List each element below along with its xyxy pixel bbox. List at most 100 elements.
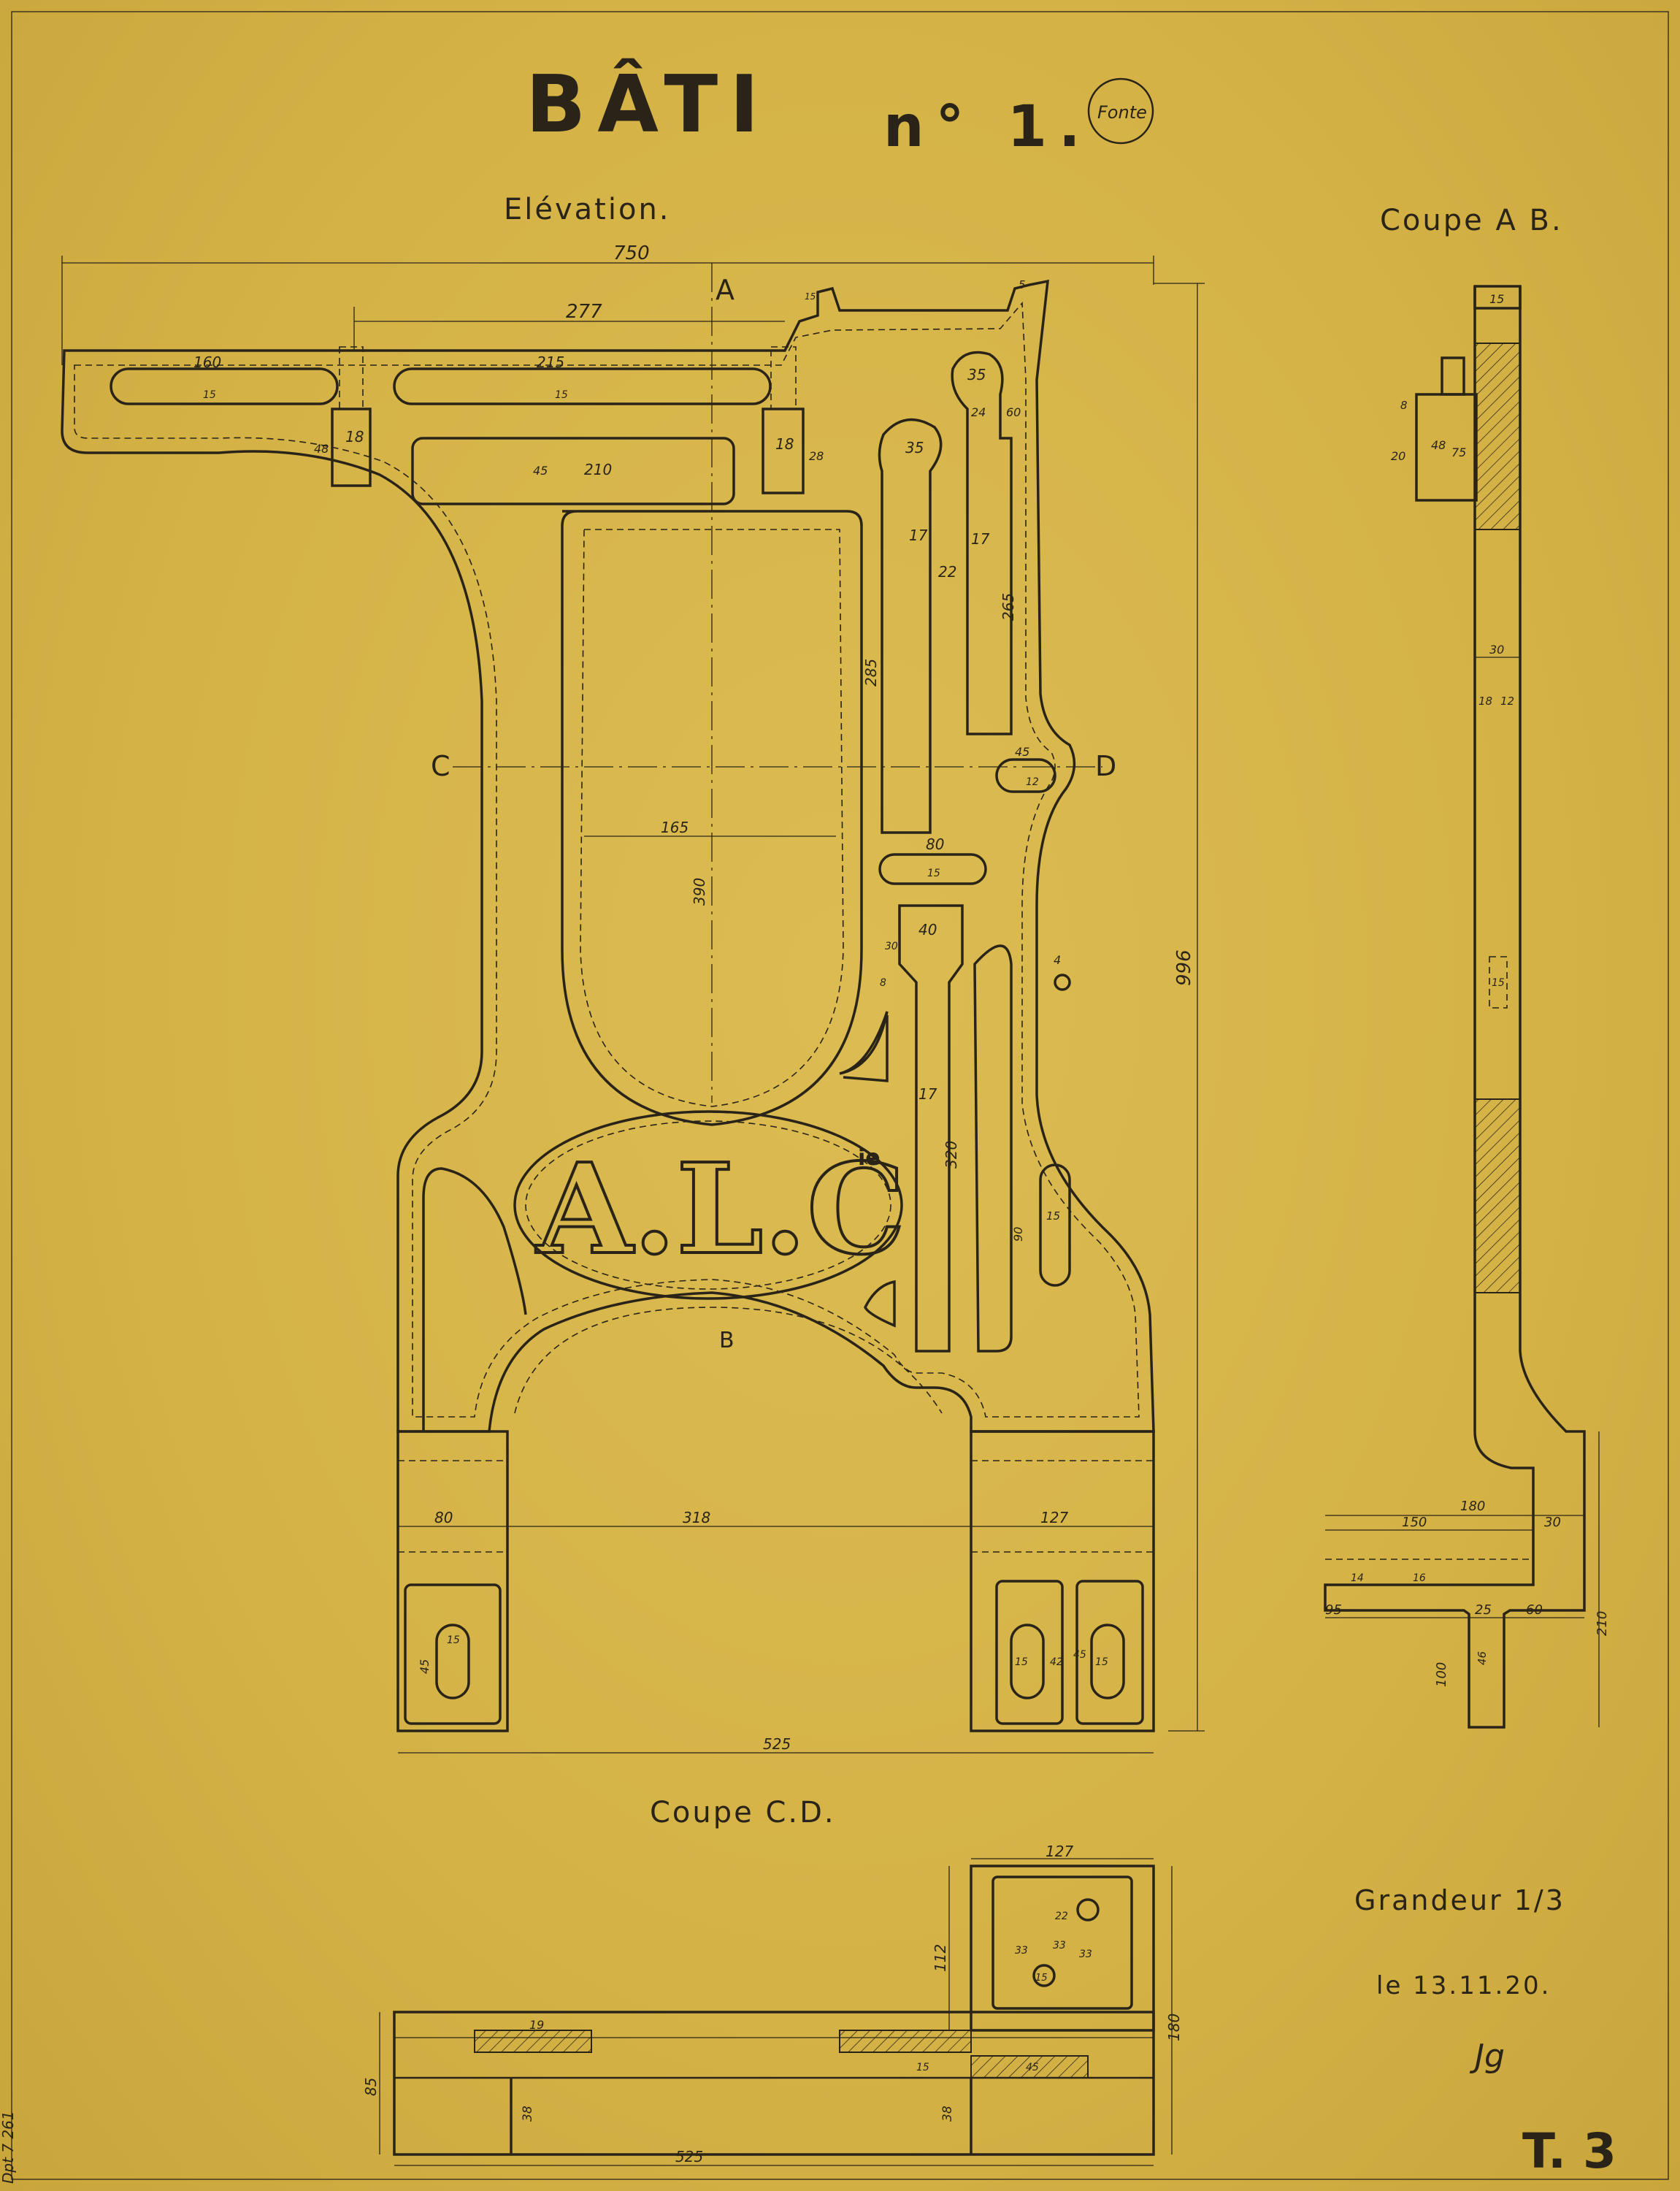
- svg-text:15: 15: [805, 291, 816, 302]
- bolt-left: [339, 346, 364, 410]
- svg-text:15: 15: [1046, 1209, 1060, 1223]
- svg-text:75: 75: [1451, 446, 1466, 459]
- svg-text:12: 12: [1026, 776, 1039, 788]
- svg-text:320: 320: [943, 1141, 960, 1169]
- svg-text:12: 12: [1500, 695, 1514, 708]
- section-ab-view: 15 8 20 48 75 30 18 12 15 180 150 30 14 …: [1324, 285, 1610, 1729]
- section-marker-c: C: [431, 750, 453, 782]
- dim-span: 318: [683, 1509, 710, 1526]
- dim-slot-left: 160: [193, 353, 221, 371]
- svg-text:40: 40: [918, 921, 937, 938]
- dim-bottom-width: 525: [763, 1735, 791, 1753]
- svg-text:28: 28: [809, 449, 824, 463]
- svg-text:30: 30: [1489, 643, 1504, 657]
- svg-text:80: 80: [926, 836, 944, 853]
- logo-medallion: [513, 1110, 903, 1300]
- svg-text:150: 150: [1402, 1515, 1427, 1530]
- sheet-border: [11, 11, 1669, 2180]
- svg-text:30: 30: [885, 941, 898, 952]
- scale-note: Grandeur 1/3: [1354, 1884, 1565, 1916]
- svg-text:45: 45: [1026, 2062, 1039, 2073]
- arch-left-inner: [422, 1167, 527, 1431]
- svg-text:48: 48: [314, 442, 329, 456]
- logo-suffix: ie: [858, 1145, 881, 1171]
- svg-text:16: 16: [1413, 1572, 1426, 1584]
- central-opening: [561, 510, 863, 1126]
- right-slim-window: [973, 944, 1013, 1353]
- triangular-opening-left: [839, 1011, 889, 1082]
- frame-dashed-contour: [74, 301, 1140, 1418]
- svg-text:180: 180: [1165, 2014, 1183, 2041]
- svg-text:14: 14: [1351, 1572, 1364, 1584]
- upper-window: [411, 437, 735, 505]
- boss-left: [331, 408, 372, 487]
- section-marker-d: D: [1095, 750, 1119, 782]
- svg-text:17: 17: [918, 1085, 937, 1103]
- svg-text:15: 15: [1492, 977, 1505, 989]
- svg-text:60: 60: [1006, 405, 1021, 419]
- svg-text:48: 48: [1431, 438, 1446, 452]
- svg-text:8: 8: [880, 977, 886, 989]
- svg-text:265: 265: [1000, 593, 1017, 621]
- section-marker-a: A: [716, 274, 737, 306]
- slot-left: [110, 367, 339, 405]
- signature: Jg: [1469, 2038, 1505, 2075]
- svg-text:35: 35: [967, 366, 986, 383]
- drawing-title: BÂTI: [526, 58, 770, 150]
- svg-text:20: 20: [1391, 449, 1405, 463]
- svg-text:35: 35: [905, 439, 924, 456]
- svg-text:24: 24: [971, 405, 986, 419]
- dim-slot-middle: 215: [537, 353, 564, 371]
- svg-text:15: 15: [1035, 1973, 1048, 1984]
- svg-text:33: 33: [1079, 1949, 1092, 1960]
- svg-text:46: 46: [1476, 1651, 1489, 1665]
- view-label-section-cd: Coupe C.D.: [650, 1796, 836, 1829]
- svg-text:100: 100: [1434, 1662, 1449, 1687]
- slot-lower: [878, 853, 987, 885]
- svg-text:180: 180: [1460, 1499, 1485, 1514]
- svg-text:5: 5: [1019, 278, 1026, 291]
- dim-cd-width: 525: [675, 2148, 703, 2165]
- dim-overall-width: 750: [613, 242, 650, 264]
- svg-text:18: 18: [1478, 695, 1492, 708]
- margin-mark: Dpt 7 261: [0, 2111, 17, 2184]
- svg-text:4: 4: [1054, 953, 1061, 967]
- elevation-view: 750 277 A B C D 160 15 215 15 18 48 18 2…: [61, 242, 1205, 1754]
- svg-text:15: 15: [1489, 292, 1504, 306]
- svg-text:8: 8: [1400, 399, 1408, 412]
- dim-foot-left: 80: [434, 1509, 453, 1526]
- svg-text:112: 112: [932, 1944, 949, 1972]
- dim-overall-height: 996: [1173, 949, 1195, 986]
- material-stamp-text: Fonte: [1097, 102, 1147, 123]
- svg-text:38: 38: [940, 2106, 955, 2122]
- dim-upper-width: 277: [566, 301, 602, 323]
- svg-text:22: 22: [938, 563, 956, 581]
- svg-text:15: 15: [1015, 1656, 1028, 1668]
- view-label-elevation: Elévation.: [504, 193, 671, 226]
- foot-left: 15 45: [396, 1430, 509, 1732]
- svg-text:15: 15: [555, 389, 568, 401]
- svg-text:18: 18: [775, 435, 794, 453]
- pin-hole: [1054, 974, 1071, 991]
- svg-text:15: 15: [203, 389, 216, 401]
- svg-text:210: 210: [1595, 1611, 1610, 1636]
- view-label-section-ab: Coupe A B.: [1380, 204, 1563, 237]
- svg-text:45: 45: [1073, 1649, 1086, 1661]
- foot-right: 15 42 45 15: [970, 1430, 1155, 1732]
- dim-window-w: 210: [584, 461, 612, 478]
- oval-slot: [995, 758, 1056, 793]
- svg-text:19: 19: [529, 2018, 544, 2032]
- svg-text:33: 33: [1015, 1945, 1028, 1957]
- svg-text:17: 17: [971, 530, 990, 548]
- drawing-number: n° 1.: [883, 94, 1092, 160]
- svg-text:42: 42: [1050, 1656, 1063, 1668]
- date-note: le 13.11.20.: [1376, 1971, 1551, 2000]
- arm-left: [878, 418, 943, 834]
- svg-text:22: 22: [1055, 1911, 1068, 1922]
- svg-text:38: 38: [521, 2106, 535, 2122]
- svg-text:60: 60: [1526, 1602, 1543, 1618]
- dim-frame-w: 165: [661, 819, 689, 836]
- arm-right: [951, 351, 1013, 735]
- bolt-right: [770, 346, 797, 410]
